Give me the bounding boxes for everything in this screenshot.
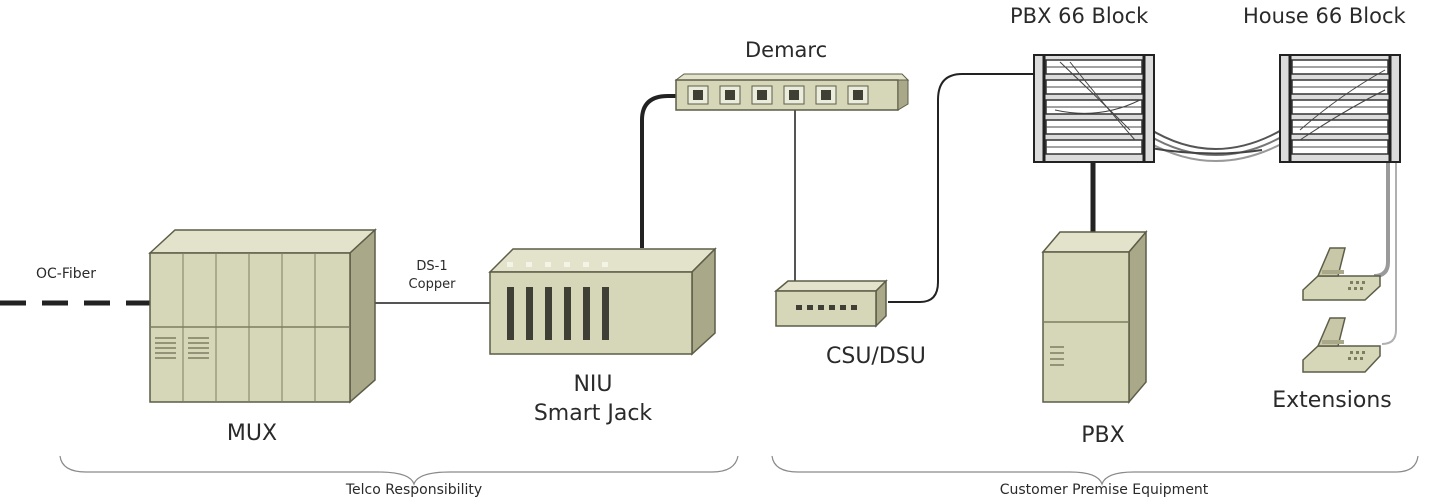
demarc-device: [674, 73, 910, 111]
niu-label: NIU Smart Jack: [534, 370, 652, 428]
extension-wire-1: [1373, 162, 1390, 278]
demarc-label: Demarc: [745, 38, 828, 62]
extensions-label: Extensions: [1272, 388, 1392, 413]
house-66-block-label: House 66 Block: [1243, 4, 1406, 28]
mux-device: [148, 228, 377, 404]
cross-connect-wires: [1147, 127, 1286, 162]
mux-label: MUX: [226, 421, 278, 446]
ds1-label-line1: DS-1: [416, 259, 448, 274]
telephone-icon: [1302, 247, 1381, 301]
pbx-label: PBX: [1081, 423, 1125, 448]
pbx-66-block-device: [1033, 54, 1155, 163]
pbx-66-block-label: PBX 66 Block: [1010, 4, 1149, 28]
cpe-brace: [771, 455, 1419, 486]
csu-dsu-label: CSU/DSU: [826, 344, 926, 369]
telephone-icon: [1302, 317, 1381, 373]
csu-pbxblock-link: [888, 73, 1040, 303]
pbx-device: [1041, 229, 1148, 405]
ds1-label-line2: Copper: [408, 277, 456, 292]
ds1-label: DS-1 Copper: [409, 258, 456, 294]
niu-label-line1: NIU: [573, 372, 613, 397]
customer-premise-equipment-label: Customer Premise Equipment: [999, 482, 1209, 498]
niu-label-line2: Smart Jack: [533, 401, 653, 426]
niu-device: [488, 247, 717, 356]
oc-fiber-label: OC-Fiber: [36, 266, 97, 282]
house-66-block-device: [1279, 54, 1401, 163]
csu-dsu-device: [773, 279, 888, 328]
telco-responsibility-label: Telco Responsibility: [345, 482, 483, 498]
niu-demarc-link: [640, 94, 684, 248]
extension-wire-2: [1381, 162, 1397, 345]
telco-brace: [59, 455, 739, 486]
